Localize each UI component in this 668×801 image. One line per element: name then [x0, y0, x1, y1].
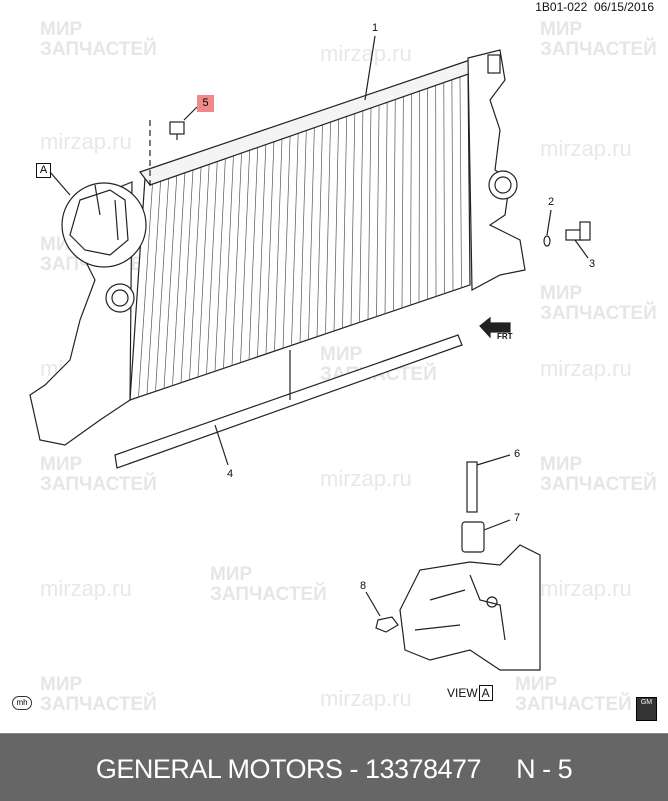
callout-5-highlighted: 5 — [197, 95, 214, 112]
gm-logo: GM — [636, 697, 657, 721]
frt-label: FRT — [497, 332, 513, 341]
callout-8: 8 — [360, 580, 366, 592]
footer-bar: GENERAL MOTORS - 13378477 N - 5 — [0, 733, 668, 801]
callout-2: 2 — [548, 196, 554, 208]
drawing-code: 1B01-022 — [535, 0, 587, 14]
oring-part-2 — [544, 236, 550, 246]
stud-part-6 — [467, 455, 510, 512]
view-prefix: VIEW — [447, 686, 478, 700]
drain-plug-part-3 — [566, 222, 590, 240]
drawing-header: 1B01-022 06/15/2016 — [535, 0, 654, 14]
callout-4: 4 — [227, 468, 233, 480]
callout-1: 1 — [372, 22, 378, 34]
view-letter: A — [479, 685, 493, 701]
callout-7: 7 — [514, 512, 520, 524]
footer-part-info: GENERAL MOTORS - 13378477 N - 5 — [0, 754, 668, 785]
nut-part-8 — [366, 592, 398, 632]
callout-6: 6 — [514, 448, 520, 460]
mh-logo: mh — [12, 696, 32, 710]
insulator-part-7 — [462, 520, 510, 552]
callout-3: 3 — [589, 258, 595, 270]
drawing-date: 06/15/2016 — [594, 0, 654, 14]
view-a-marker: A — [36, 163, 51, 178]
radiator-exploded-diagram — [0, 0, 668, 733]
